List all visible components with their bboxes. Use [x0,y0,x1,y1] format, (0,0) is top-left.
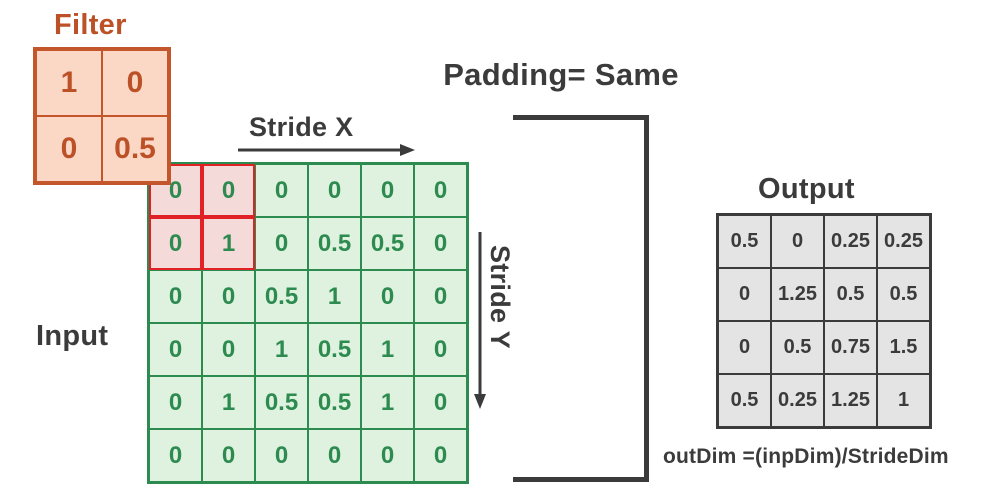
input-grid-cell-r3c0: 0 [149,323,202,376]
input-grid-cell-r4c1: 1 [202,376,255,429]
output-dim-formula: outDim =(inpDim)/StrideDim [663,445,949,468]
input-grid-cell-r1c0: 0 [149,217,202,270]
output-grid-cell-r1c3: 0.5 [877,268,930,321]
output-grid-cell-r2c3: 1.5 [877,321,930,374]
input-grid-cell-r3c3: 0.5 [308,323,361,376]
output-grid-cell-r3c2: 1.25 [824,374,877,427]
input-grid-cell-r0c0: 0 [149,164,202,217]
output-grid-cell-r1c1: 1.25 [771,268,824,321]
input-grid-cell-r3c5: 0 [414,323,467,376]
padding-label: Padding= Same [443,57,679,92]
input-grid-cell-r4c0: 0 [149,376,202,429]
output-grid-cell-r0c2: 0.25 [824,215,877,268]
output-grid-cell-r3c1: 0.25 [771,374,824,427]
input-grid-cell-r5c5: 0 [414,429,467,482]
input-label: Input [36,320,109,352]
input-grid-cell-r1c2: 0 [255,217,308,270]
output-grid-cell-r3c0: 0.5 [718,374,771,427]
output-grid-cell-r1c0: 0 [718,268,771,321]
filter-grid-cell-r0c0: 1 [36,50,102,116]
output-grid-cell-r2c2: 0.75 [824,321,877,374]
input-grid-cell-r1c5: 0 [414,217,467,270]
input-grid-cell-r5c2: 0 [255,429,308,482]
stride-y-arrow-icon [474,232,486,409]
input-grid-cell-r3c4: 1 [361,323,414,376]
stride-x-arrow-icon [238,144,415,156]
input-grid-cell-r0c5: 0 [414,164,467,217]
input-grid-cell-r5c1: 0 [202,429,255,482]
input-grid-cell-r2c4: 0 [361,270,414,323]
input-grid-cell-r4c3: 0.5 [308,376,361,429]
output-grid-cell-r0c3: 0.25 [877,215,930,268]
filter-grid-cell-r1c1: 0.5 [102,116,168,182]
filter-label: Filter [54,9,127,41]
output-grid-cell-r2c1: 0.5 [771,321,824,374]
input-grid-cell-r1c1: 1 [202,217,255,270]
output-label: Output [758,173,855,205]
input-grid-cell-r4c4: 1 [361,376,414,429]
input-grid-cell-r2c2: 0.5 [255,270,308,323]
input-grid-cell-r2c1: 0 [202,270,255,323]
input-grid-cell-r5c0: 0 [149,429,202,482]
input-grid-cell-r1c3: 0.5 [308,217,361,270]
output-grid-cell-r0c1: 0 [771,215,824,268]
input-grid-cell-r0c2: 0 [255,164,308,217]
input-grid-cell-r4c2: 0.5 [255,376,308,429]
stride-y-label: Stride Y [485,245,515,349]
input-grid-cell-r2c0: 0 [149,270,202,323]
output-grid-cell-r0c0: 0.5 [718,215,771,268]
bracket-shape [513,115,649,482]
input-grid-cell-r5c3: 0 [308,429,361,482]
output-grid-cell-r2c0: 0 [718,321,771,374]
filter-grid-cell-r1c0: 0 [36,116,102,182]
stride-x-label: Stride X [249,112,354,142]
output-grid-cell-r1c2: 0.5 [824,268,877,321]
input-grid-cell-r2c3: 1 [308,270,361,323]
input-grid-cell-r5c4: 0 [361,429,414,482]
input-grid-cell-r3c1: 0 [202,323,255,376]
input-grid-cell-r4c5: 0 [414,376,467,429]
output-grid-cell-r3c3: 1 [877,374,930,427]
filter-grid-cell-r0c1: 0 [102,50,168,116]
input-grid-cell-r0c1: 0 [202,164,255,217]
input-grid-cell-r0c3: 0 [308,164,361,217]
input-grid-cell-r3c2: 1 [255,323,308,376]
input-grid-cell-r2c5: 0 [414,270,467,323]
input-grid-cell-r0c4: 0 [361,164,414,217]
input-grid-cell-r1c4: 0.5 [361,217,414,270]
